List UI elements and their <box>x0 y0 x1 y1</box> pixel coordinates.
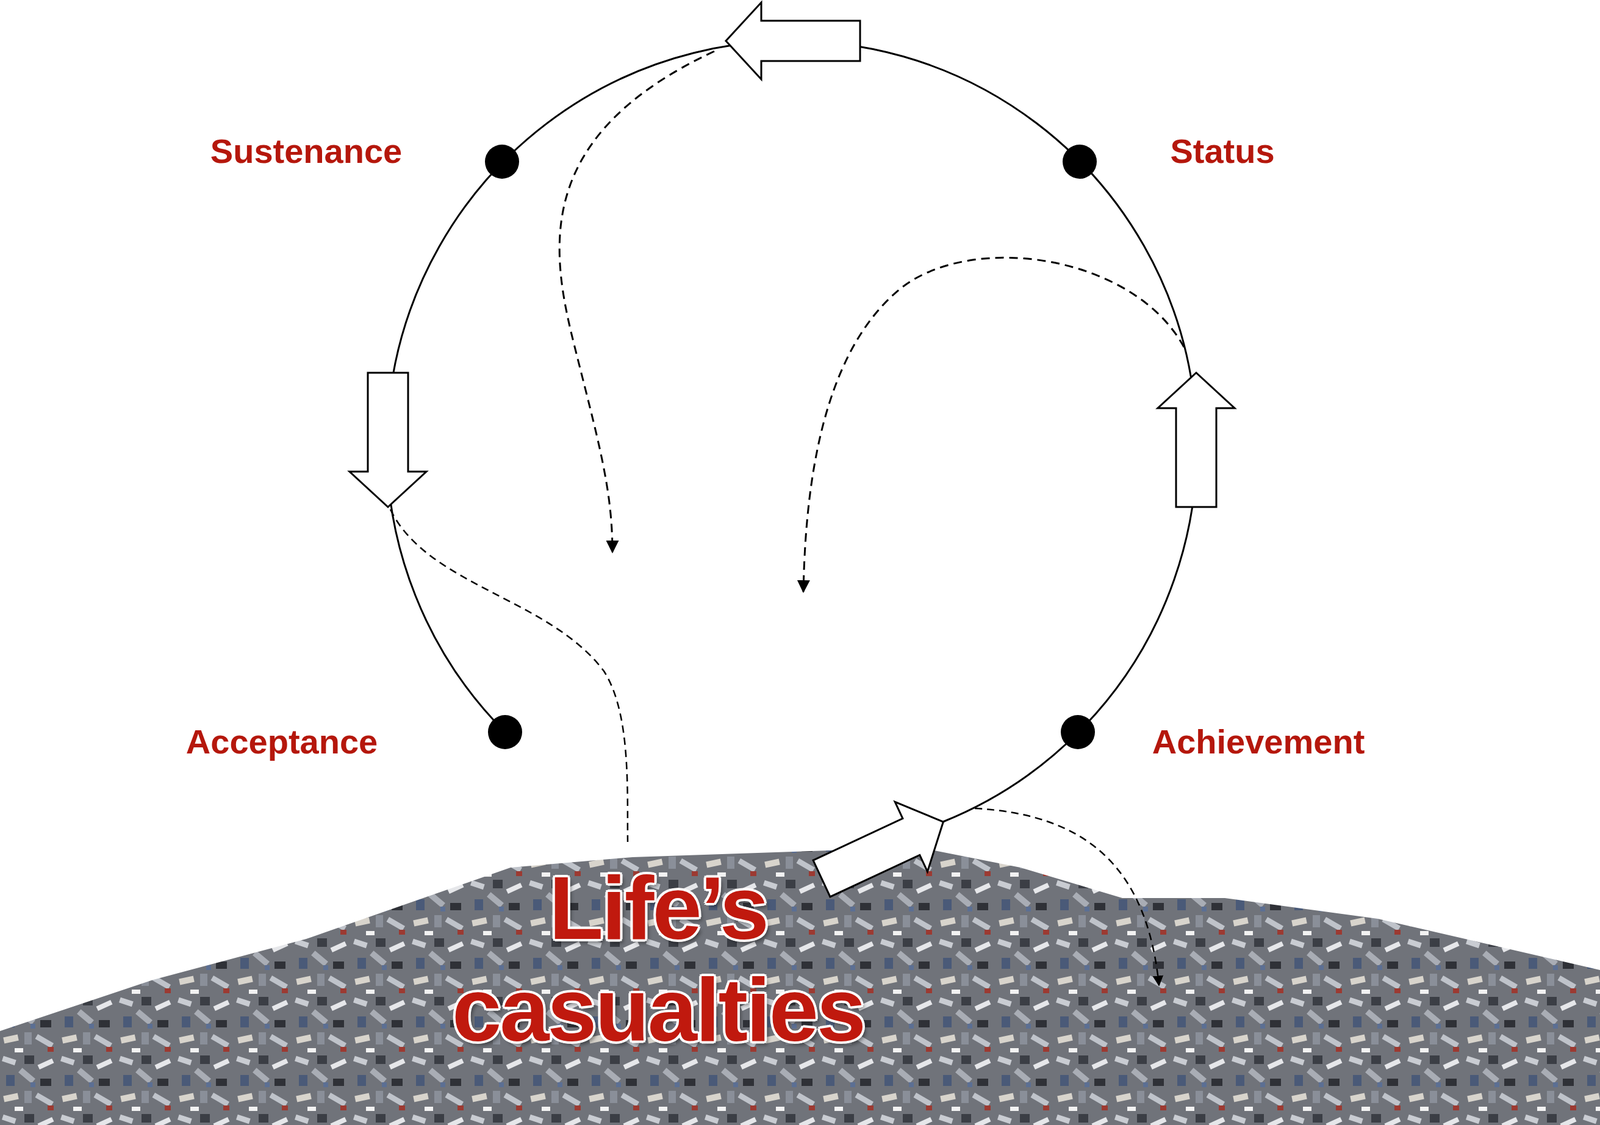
stage-label: Achievement <box>1152 721 1366 762</box>
block-arrow <box>725 2 861 80</box>
dashed-path <box>974 808 1159 986</box>
stage-label: Acceptance <box>186 721 378 762</box>
pile-title: Life’s casualties <box>420 857 897 1061</box>
block-arrow <box>805 786 960 914</box>
stage-dot <box>1060 714 1095 750</box>
stage-dot <box>487 714 523 750</box>
stage-label: Sustenance <box>210 130 402 172</box>
block-arrow <box>349 372 427 507</box>
stage-dot <box>484 144 520 179</box>
stage-label: Status <box>1169 130 1275 172</box>
cycle-arc <box>386 40 1197 822</box>
garbage-pile <box>0 847 1600 1125</box>
dashed-path <box>390 509 628 842</box>
stage-dot <box>1062 144 1097 179</box>
dashed-path <box>803 257 1184 592</box>
block-arrow <box>1157 372 1235 507</box>
dashed-path <box>559 51 715 553</box>
